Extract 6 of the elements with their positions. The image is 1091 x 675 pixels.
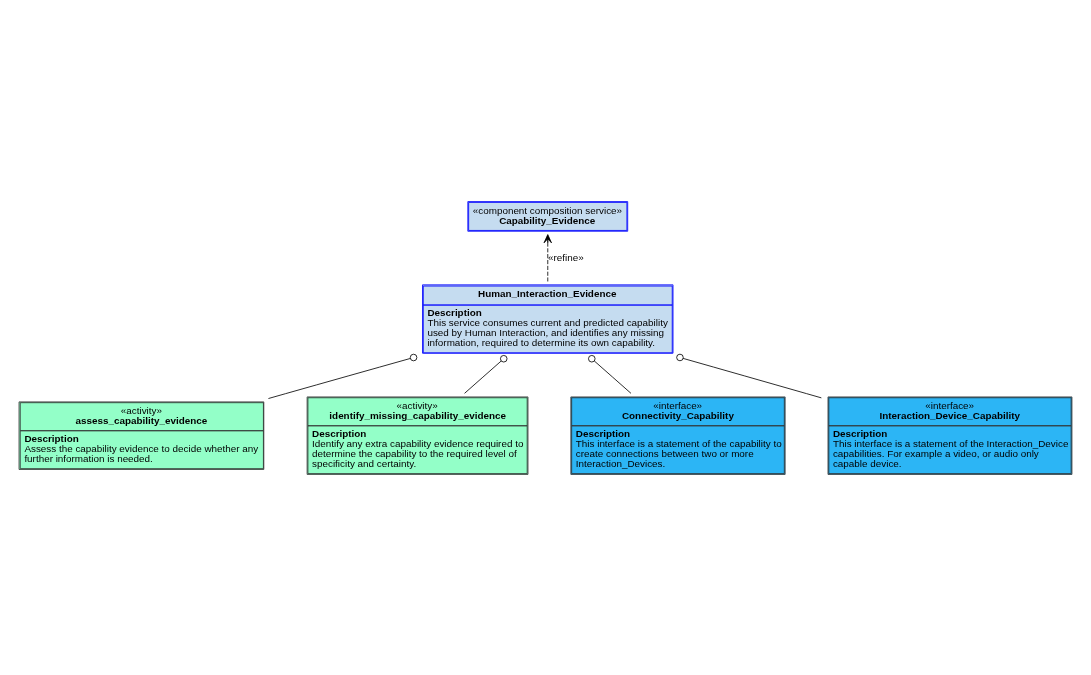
edge-label: «refine» <box>548 251 584 263</box>
connector <box>464 354 508 394</box>
connector <box>268 353 418 399</box>
connector <box>676 353 822 398</box>
connector <box>588 354 632 394</box>
arrow <box>543 233 552 282</box>
